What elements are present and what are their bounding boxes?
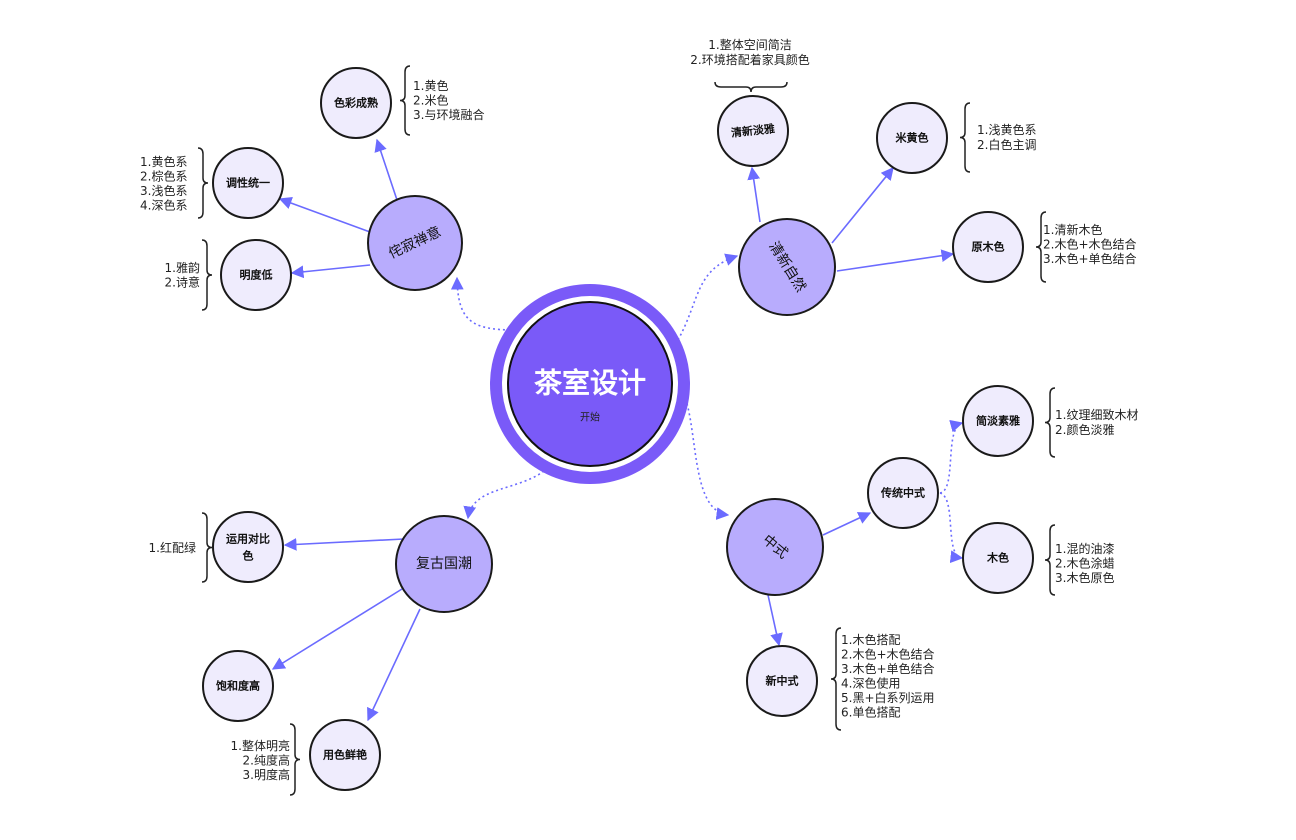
node-log-label: 原木色 (972, 240, 1005, 254)
node-vivid-label: 用色鲜艳 (323, 748, 367, 762)
node-retro-label: 复古国潮 (416, 555, 472, 572)
link-traditional-wood (939, 492, 964, 564)
link-center-retro (463, 467, 549, 520)
node-traditional-label: 传统中式 (880, 486, 925, 500)
brace-elegant (714, 81, 788, 93)
node-fresh[interactable]: 清新自然 (738, 218, 836, 316)
node-low-brightness-label: 明度低 (240, 268, 273, 282)
brace-log (1035, 211, 1047, 283)
link-center-wabi (450, 276, 516, 331)
node-low-brightness[interactable]: 明度低 (220, 239, 292, 311)
link-traditional-simple (939, 419, 964, 494)
link-wabi-color (374, 138, 400, 207)
node-new-chinese[interactable]: 新中式 (746, 645, 818, 717)
node-tone-unified[interactable]: 调性统一 (212, 147, 284, 219)
link-wabi-brightness (290, 264, 371, 279)
brace-wood (1044, 524, 1056, 596)
center-title: 茶室设计 (534, 367, 646, 400)
node-contrast[interactable]: 运用对比 色 (212, 511, 284, 583)
node-beige-label: 米黄色 (895, 131, 929, 145)
node-wood-label: 木色 (986, 551, 1009, 565)
link-fresh-log (836, 249, 955, 272)
node-saturation[interactable]: 饱和度高 (202, 650, 274, 722)
brace-low-brightness (201, 239, 213, 311)
node-wabi[interactable]: 侘寂禅意 (367, 195, 463, 291)
node-saturation-label: 饱和度高 (216, 679, 260, 693)
center-node[interactable]: 茶室设计 开始 (490, 284, 690, 484)
brace-new-chinese (830, 627, 842, 731)
node-traditional[interactable]: 传统中式 (867, 457, 939, 529)
node-tone-unified-label: 调性统一 (226, 176, 270, 190)
node-simple-label: 简淡素雅 (976, 414, 1020, 428)
link-fresh-beige (831, 167, 894, 244)
link-fresh-elegant (747, 166, 761, 223)
node-simple[interactable]: 简淡素雅 (962, 385, 1034, 457)
node-elegant[interactable]: 清新淡雅 (717, 95, 789, 167)
link-center-fresh (677, 253, 739, 341)
center-sub: 开始 (580, 411, 600, 424)
node-wood[interactable]: 木色 (962, 522, 1034, 594)
link-retro-vivid (367, 608, 421, 722)
node-retro[interactable]: 复古国潮 (395, 515, 493, 613)
note-contrast: 1.红配绿 (149, 540, 196, 555)
brace-contrast (201, 512, 213, 583)
node-elegant-label: 清新淡雅 (730, 121, 775, 140)
node-beige[interactable]: 米黄色 (876, 102, 948, 174)
link-retro-contrast (283, 538, 405, 551)
link-chinese-traditional (822, 512, 872, 536)
braces (197, 65, 1056, 796)
brace-vivid (289, 723, 301, 796)
brace-tone-unified (197, 147, 209, 219)
node-new-chinese-label: 新中式 (766, 674, 799, 688)
node-vivid[interactable]: 用色鲜艳 (309, 719, 381, 791)
node-log[interactable]: 原木色 (952, 211, 1024, 283)
brace-beige (959, 102, 971, 173)
node-color-mature[interactable]: 色彩成熟 (320, 67, 392, 139)
link-retro-saturation (271, 588, 403, 670)
brace-simple (1044, 387, 1056, 458)
node-color-mature-label: 色彩成熟 (334, 96, 378, 110)
node-chinese[interactable]: 中式 (726, 498, 824, 596)
node-contrast-label-2: 色 (243, 549, 254, 563)
brace-color-mature (399, 65, 411, 136)
connectors (271, 138, 964, 722)
link-chinese-new (767, 594, 783, 647)
link-wabi-tone (278, 196, 371, 233)
node-contrast-label-1: 运用对比 (226, 532, 270, 546)
